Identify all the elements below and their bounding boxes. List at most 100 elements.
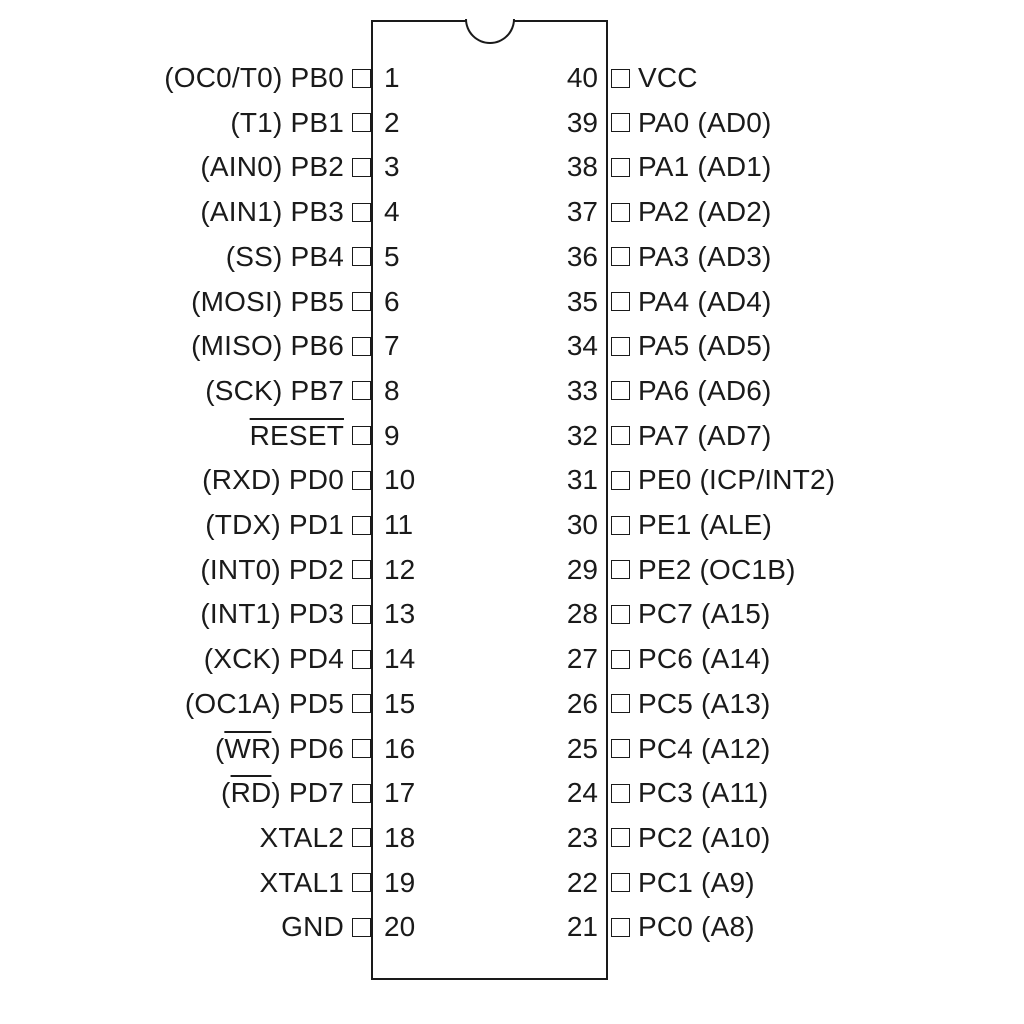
pin-row-right: VCC <box>609 58 698 98</box>
pin-number: 27 <box>566 643 598 675</box>
pin-number: 10 <box>384 464 416 496</box>
pin-signal: PD7 <box>288 777 344 809</box>
pin-prefix: (AIN1) <box>200 196 291 228</box>
pin-number: 28 <box>566 598 598 630</box>
pin-row-right: PE2 (OC1B) <box>609 550 796 590</box>
pin-prefix: (INT0) <box>200 553 289 585</box>
pin-label: (TDX) PD1 <box>205 505 344 545</box>
pin-prefix: (MOSI) <box>191 285 291 317</box>
pin-pad <box>352 917 371 937</box>
pin-signal: VCC <box>638 62 698 93</box>
pin-pad <box>611 873 630 893</box>
pin-signal: XTAL2 <box>259 821 344 853</box>
pin-signal: PA3 <box>638 240 690 272</box>
pin-number: 32 <box>566 419 598 451</box>
pin-signal: PD1 <box>288 509 344 540</box>
pin-number: 34 <box>566 330 598 362</box>
pin-pad <box>352 515 371 535</box>
pin-label: (INT0) PD2 <box>200 550 344 590</box>
pin-label: (XCK) PD4 <box>204 639 344 679</box>
pin-pad <box>611 694 630 714</box>
pin-label: PC5 (A13) <box>638 684 771 724</box>
pin-row-right: PA3 (AD3) <box>609 237 772 277</box>
pin-suffix: (AD3) <box>689 240 772 272</box>
pin-label: PE2 (OC1B) <box>638 550 796 590</box>
pin-row-right: PA7 (AD7) <box>609 416 772 456</box>
pin-row-right: PA4 (AD4) <box>609 282 772 322</box>
pin-number: 38 <box>566 151 598 183</box>
pin-row-left: (SCK) PB7 <box>205 371 371 411</box>
pin-suffix: (OC1B) <box>691 553 796 585</box>
pin-label: PE0 (ICP/INT2) <box>638 460 835 500</box>
pin-pad <box>352 739 371 758</box>
pin-suffix: (AD1) <box>689 151 772 183</box>
pin-number: 16 <box>384 732 416 764</box>
pin-suffix: (ICP/INT2) <box>691 464 836 496</box>
pin-pad <box>611 828 630 848</box>
pin-row-right: PA6 (AD6) <box>609 371 772 411</box>
pin-row-right: PA2 (AD2) <box>609 192 772 232</box>
pin-row-left: (AIN0) PB2 <box>200 147 371 187</box>
pin-prefix: (TDX) <box>205 509 289 540</box>
pin-row-left: (TDX) PD1 <box>205 505 371 545</box>
pin-row-right: PC3 (A11) <box>609 773 768 813</box>
pin-number: 20 <box>384 911 416 943</box>
pin-signal: PA1 <box>638 151 690 183</box>
pin-suffix: (AD6) <box>689 374 772 406</box>
pin-row-right: PA1 (AD1) <box>609 147 772 187</box>
pin-signal: PC1 <box>638 866 694 898</box>
pin-signal: PC5 <box>638 687 694 719</box>
pin-label: PC1 (A9) <box>638 863 755 903</box>
pin-label: (AIN0) PB2 <box>200 147 344 187</box>
pin-label: PC0 (A8) <box>638 907 755 947</box>
pin-signal: PB5 <box>290 285 344 317</box>
pin-label: GND <box>281 907 344 947</box>
pin-number: 1 <box>384 62 400 93</box>
pin-prefix: RD <box>230 777 272 809</box>
pin-pad <box>352 783 371 803</box>
pin-prefix: WR <box>224 732 272 764</box>
pin-row-left: GND <box>281 907 371 947</box>
pin-suffix: (AD7) <box>689 419 772 451</box>
pin-row-left: (MOSI) PB5 <box>191 282 371 322</box>
pin-signal: PC2 <box>638 821 694 853</box>
pin-label: PC4 (A12) <box>638 729 771 769</box>
pin-label: PE1 (ALE) <box>638 505 772 545</box>
pin-pad <box>611 649 630 669</box>
pin-signal: PA5 <box>638 330 690 362</box>
pin-pad <box>611 783 630 803</box>
pin-signal: PA6 <box>638 374 690 406</box>
pin-label: PA0 (AD0) <box>638 103 772 143</box>
pin-row-right: PE0 (ICP/INT2) <box>609 460 835 500</box>
pin-row-right: PE1 (ALE) <box>609 505 772 545</box>
pin-pad <box>611 381 630 401</box>
pin-number: 13 <box>384 598 416 630</box>
pin-signal: PA7 <box>638 419 690 451</box>
chip-body <box>371 20 608 980</box>
pin-row-right: PC1 (A9) <box>609 863 755 903</box>
pin-number: 23 <box>566 821 598 853</box>
pin-row-right: PA0 (AD0) <box>609 103 772 143</box>
pin-suffix: (A14) <box>693 643 771 675</box>
pin-label: (MOSI) PB5 <box>191 282 344 322</box>
pin-pad <box>611 604 630 624</box>
pin-suffix: (A9) <box>693 866 755 898</box>
pin-signal: PA4 <box>638 285 690 317</box>
pin-row-left: (WR) PD6 <box>215 729 371 769</box>
pin-signal: PD0 <box>288 464 344 496</box>
pin-number: 6 <box>384 285 400 317</box>
pin-label: (MISO) PB6 <box>191 326 344 366</box>
pin-prefix: (SS) <box>225 240 291 272</box>
pin-signal: PC0 <box>638 911 694 943</box>
pin-number: 7 <box>384 330 400 362</box>
pin-row-right: PA5 (AD5) <box>609 326 772 366</box>
pin-number: 4 <box>384 196 400 228</box>
pin-label: PA4 (AD4) <box>638 282 772 322</box>
pin-label: (WR) PD6 <box>214 732 344 764</box>
pin-prefix: (RXD) <box>202 464 289 496</box>
pin-signal: PC6 <box>638 643 694 675</box>
pin-signal: RESET <box>249 419 344 451</box>
pin-prefix: (INT1) <box>200 598 289 630</box>
pin-row-right: PC4 (A12) <box>609 729 771 769</box>
pin-label: PC2 (A10) <box>638 818 771 858</box>
